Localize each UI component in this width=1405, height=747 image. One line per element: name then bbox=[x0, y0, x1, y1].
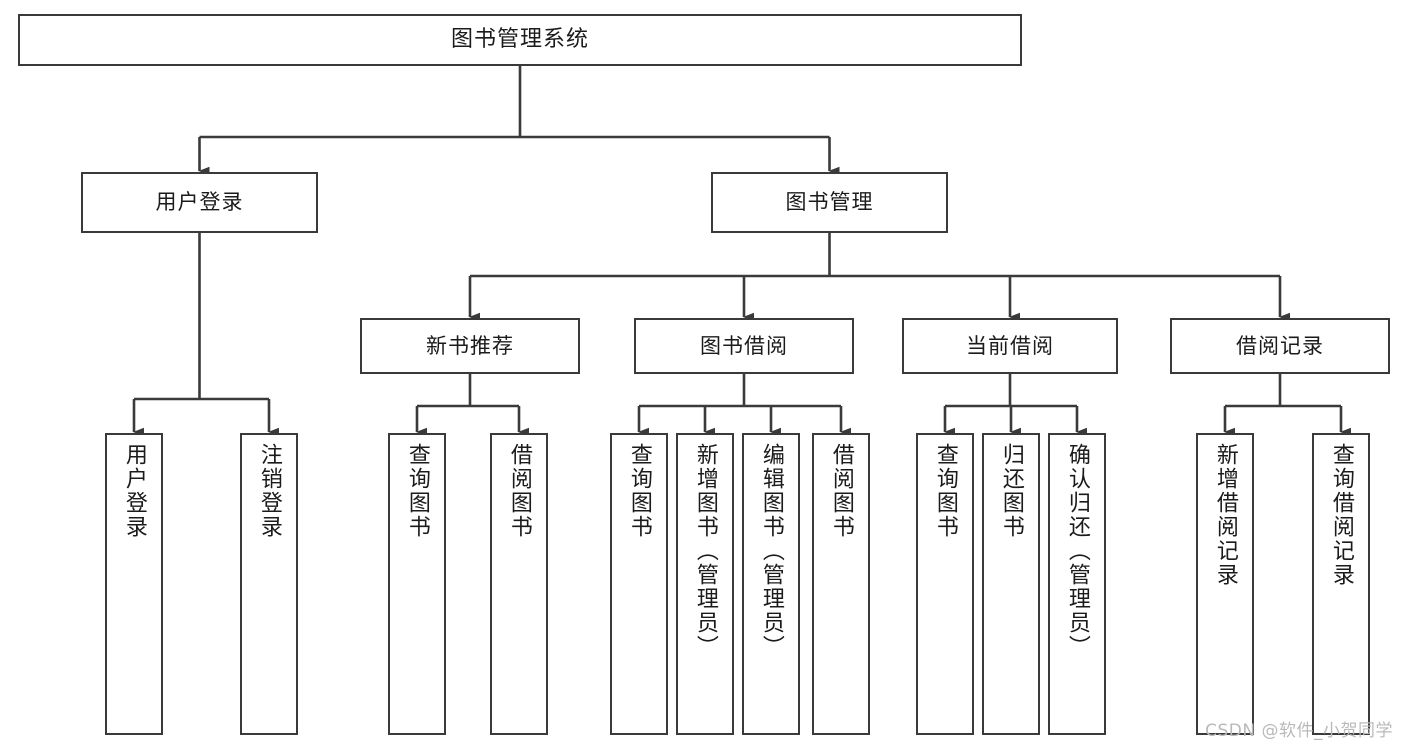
node-root[interactable]: 图书管理系统 bbox=[18, 14, 1022, 66]
node-label-record: 借阅记录 bbox=[1236, 333, 1324, 358]
node-label-leaf-query-book-1: 查询图书 bbox=[404, 443, 430, 539]
node-leaf-edit-book[interactable]: 编辑图书（管理员） bbox=[742, 433, 800, 735]
node-label-leaf-add-record: 新增借阅记录 bbox=[1212, 443, 1238, 587]
node-leaf-user-logout[interactable]: 注销登录 bbox=[240, 433, 298, 735]
node-label-leaf-user-login: 用户登录 bbox=[121, 443, 147, 539]
node-leaf-return-book[interactable]: 归还图书 bbox=[982, 433, 1040, 735]
node-label-leaf-query-book-3: 查询图书 bbox=[932, 443, 958, 539]
node-label-current: 当前借阅 bbox=[966, 333, 1054, 358]
node-leaf-confirm-return[interactable]: 确认归还（管理员） bbox=[1048, 433, 1106, 735]
watermark-text: CSDN @软件_小贺同学 bbox=[1205, 721, 1393, 741]
node-label-root: 图书管理系统 bbox=[450, 27, 589, 53]
node-label-newbook: 新书推荐 bbox=[426, 333, 514, 358]
node-leaf-borrow-book-2[interactable]: 借阅图书 bbox=[812, 433, 870, 735]
node-label-leaf-user-logout: 注销登录 bbox=[256, 443, 282, 539]
node-borrow[interactable]: 图书借阅 bbox=[634, 318, 854, 374]
node-bookmgmt[interactable]: 图书管理 bbox=[711, 172, 948, 233]
node-label-leaf-borrow-book-1: 借阅图书 bbox=[506, 443, 532, 539]
node-record[interactable]: 借阅记录 bbox=[1170, 318, 1390, 374]
node-label-bookmgmt: 图书管理 bbox=[785, 190, 874, 215]
node-label-leaf-add-book: 新增图书（管理员） bbox=[692, 443, 718, 659]
node-label-leaf-query-book-2: 查询图书 bbox=[626, 443, 652, 539]
node-label-leaf-query-record: 查询借阅记录 bbox=[1328, 443, 1354, 587]
node-leaf-query-book-3[interactable]: 查询图书 bbox=[916, 433, 974, 735]
node-label-login: 用户登录 bbox=[155, 190, 244, 215]
node-label-leaf-return-book: 归还图书 bbox=[998, 443, 1024, 539]
node-leaf-borrow-book-1[interactable]: 借阅图书 bbox=[490, 433, 548, 735]
node-label-borrow: 图书借阅 bbox=[700, 333, 788, 358]
node-leaf-query-book-2[interactable]: 查询图书 bbox=[610, 433, 668, 735]
node-login[interactable]: 用户登录 bbox=[81, 172, 318, 233]
node-leaf-query-book-1[interactable]: 查询图书 bbox=[388, 433, 446, 735]
node-leaf-add-book[interactable]: 新增图书（管理员） bbox=[676, 433, 734, 735]
node-newbook[interactable]: 新书推荐 bbox=[360, 318, 580, 374]
node-label-leaf-confirm-return: 确认归还（管理员） bbox=[1064, 443, 1090, 659]
node-leaf-add-record[interactable]: 新增借阅记录 bbox=[1196, 433, 1254, 735]
node-label-leaf-borrow-book-2: 借阅图书 bbox=[828, 443, 854, 539]
node-label-leaf-edit-book: 编辑图书（管理员） bbox=[758, 443, 784, 659]
node-leaf-user-login[interactable]: 用户登录 bbox=[105, 433, 163, 735]
node-leaf-query-record[interactable]: 查询借阅记录 bbox=[1312, 433, 1370, 735]
node-current[interactable]: 当前借阅 bbox=[902, 318, 1118, 374]
